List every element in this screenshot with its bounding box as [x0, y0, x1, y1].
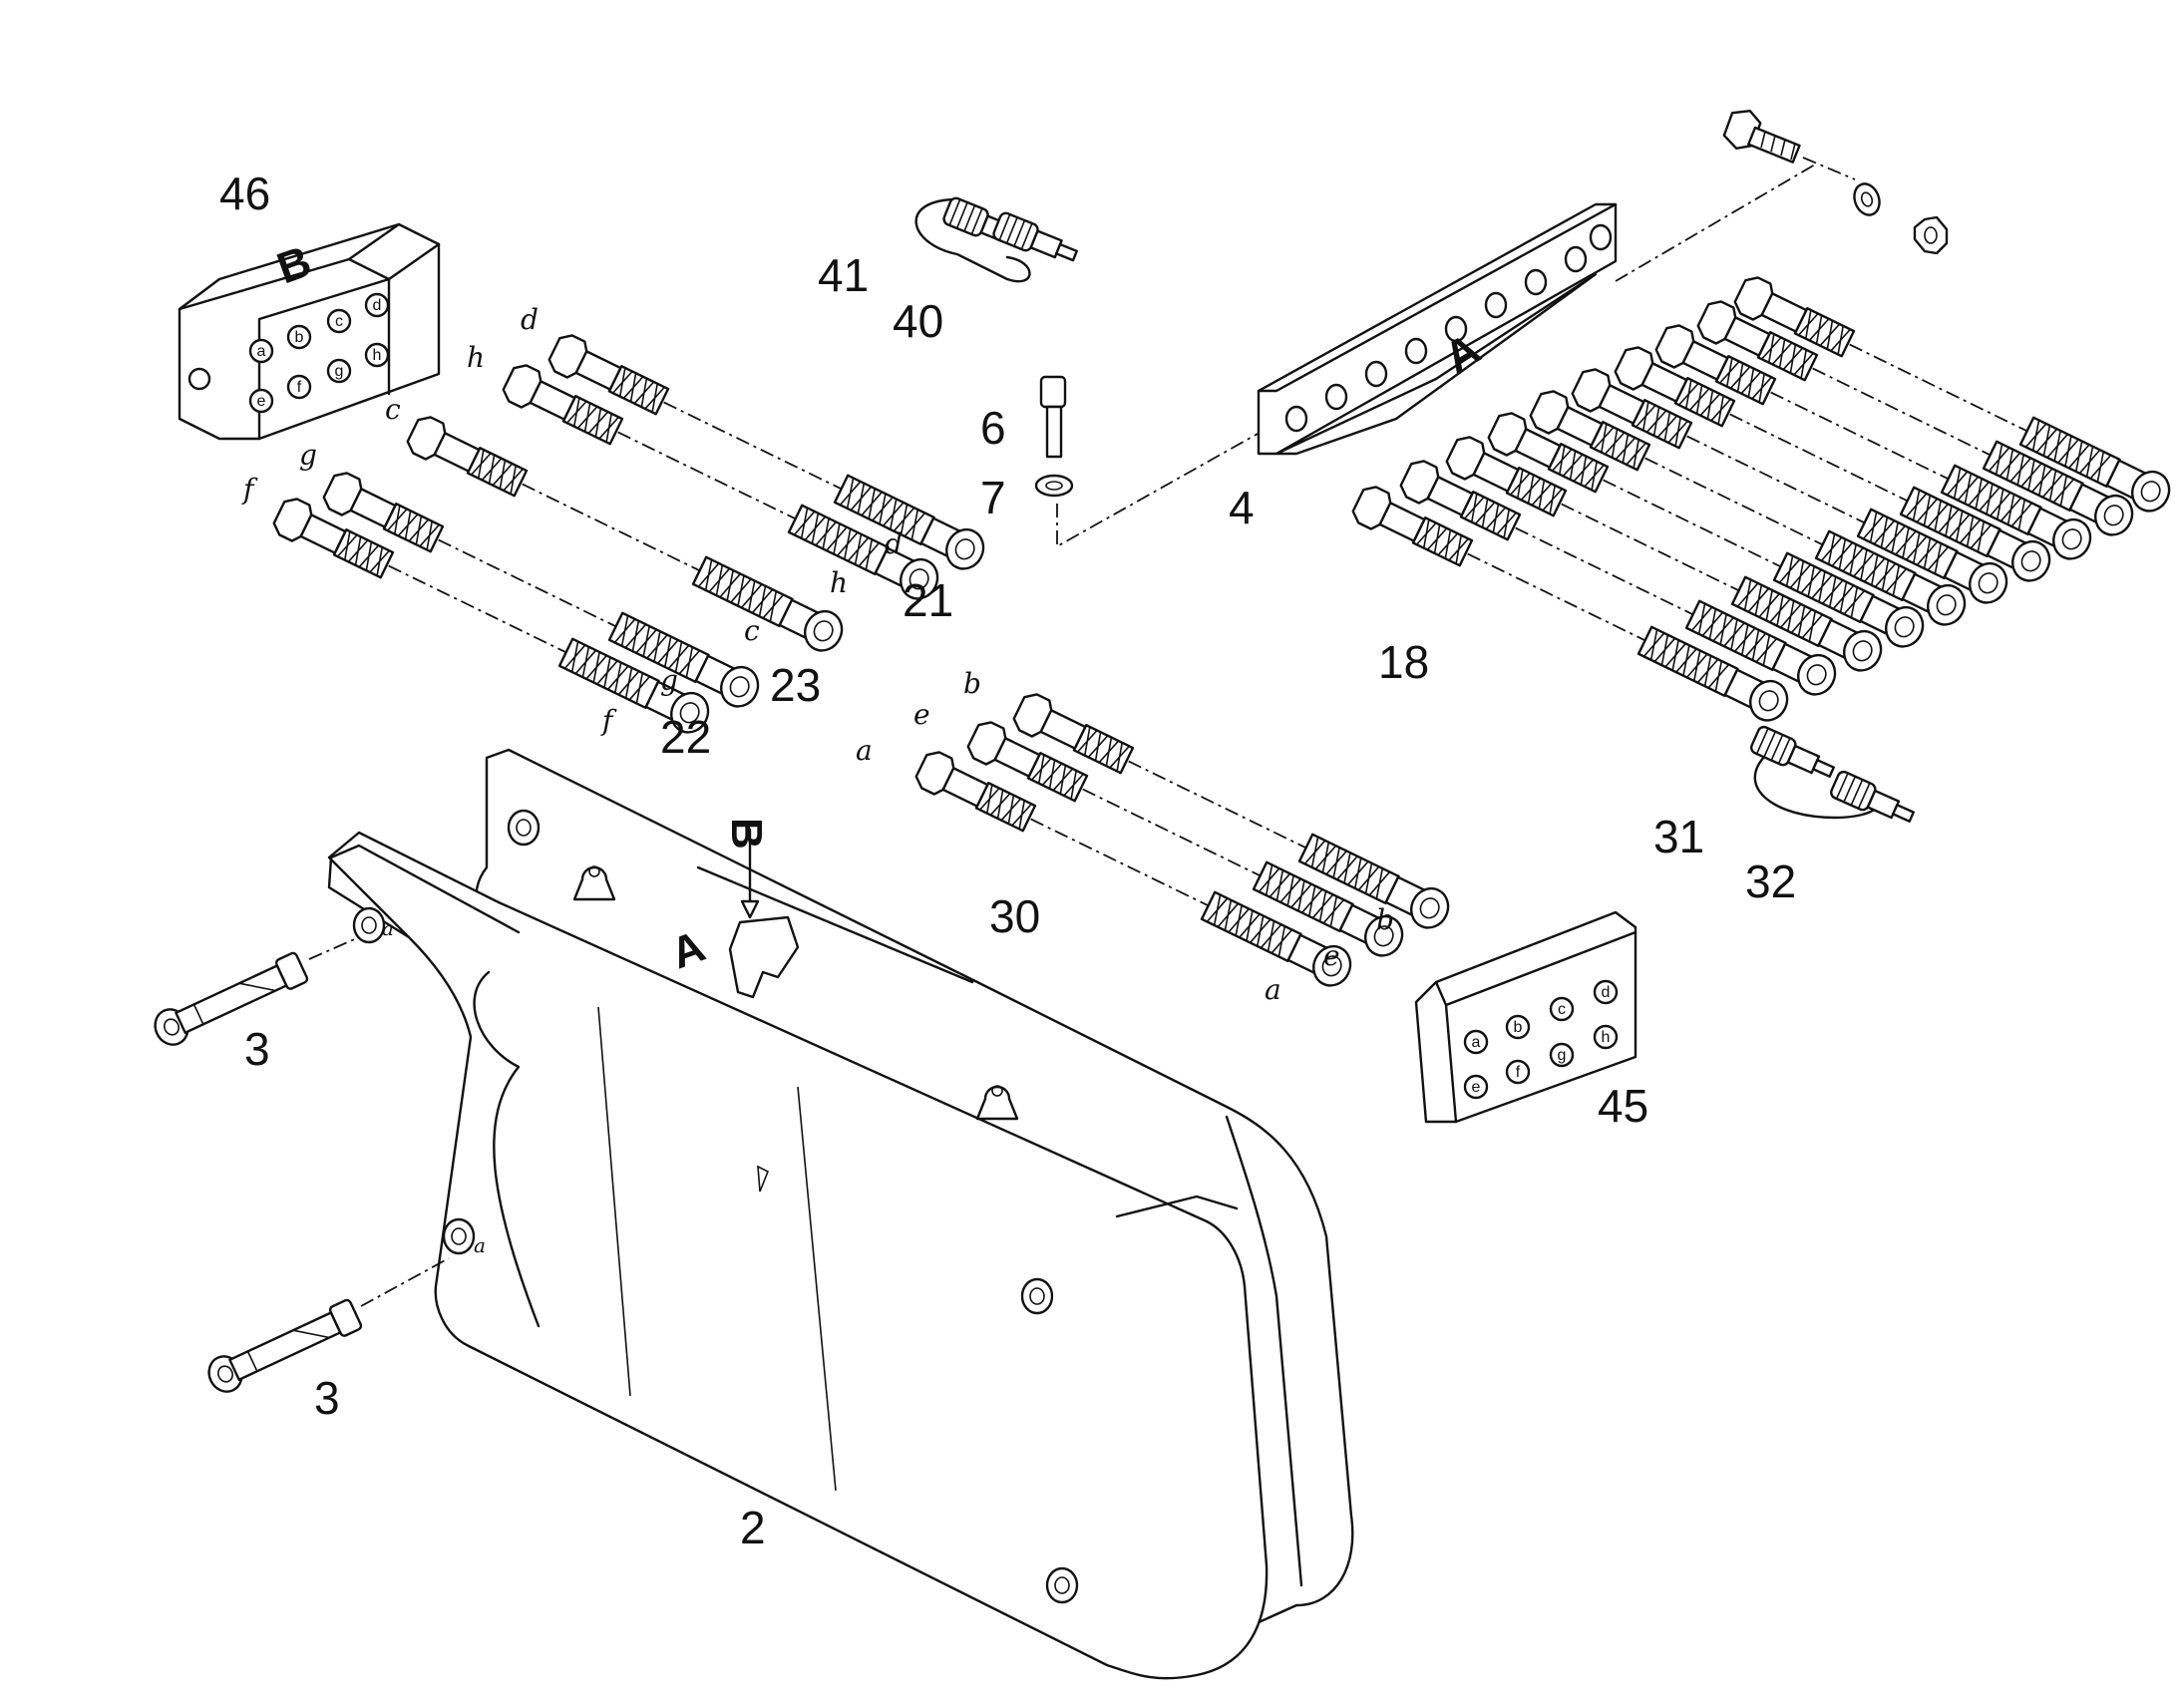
callout-3-upper: 3 — [244, 1023, 270, 1075]
block-45-port-g: g — [1558, 1047, 1567, 1064]
callout-2: 2 — [740, 1502, 766, 1553]
letter-g-start: g — [299, 439, 317, 472]
letter-e-start: e — [913, 698, 930, 731]
letter-a-start: a — [856, 734, 873, 767]
callout-31: 31 — [1653, 811, 1704, 862]
block-46-port-g: g — [335, 363, 344, 380]
callout-32: 32 — [1745, 855, 1796, 907]
block-46-port-f: f — [297, 379, 302, 396]
valve-block-45 — [1414, 910, 1637, 1124]
callout-40: 40 — [893, 295, 943, 347]
callout-4: 4 — [1229, 482, 1255, 533]
callout-45: 45 — [1598, 1080, 1648, 1132]
callout-21: 21 — [903, 574, 953, 626]
port-letter-labels: d h c g f d h c g f b e a a e b — [241, 303, 1394, 1006]
block-45-port-d: d — [1602, 984, 1611, 1001]
callout-numbers: 46 41 40 6 7 4 21 23 22 18 30 31 32 3 3 … — [219, 168, 1796, 1553]
block-45-port-f: f — [1516, 1064, 1521, 1081]
letter-c-start: c — [385, 393, 401, 426]
rail-nut — [1913, 215, 1949, 255]
block-46-port-b: b — [295, 329, 304, 346]
tank-marker-b: a — [474, 1233, 486, 1257]
washer-7 — [1034, 474, 1074, 498]
coupler-31-32 — [1748, 724, 1919, 832]
callout-23: 23 — [770, 659, 821, 711]
coupler-41-40 — [914, 194, 1082, 283]
letter-f-start: f — [241, 473, 258, 506]
callout-30: 30 — [989, 890, 1040, 942]
tank-marker-a: a — [382, 916, 394, 940]
callout-22: 22 — [660, 711, 711, 763]
tank-mounting-holes — [352, 809, 1079, 1604]
hose-assembly-r10 — [1348, 481, 1795, 728]
hose-assembly-a — [911, 746, 1358, 993]
letter-g-end: g — [660, 664, 678, 697]
rail-washer — [1853, 182, 1881, 216]
callout-41: 41 — [818, 249, 869, 301]
pin-3-lower — [201, 1257, 450, 1399]
letter-c-end: c — [744, 614, 760, 647]
callout-7: 7 — [980, 472, 1006, 523]
block-46-port-c: c — [335, 313, 343, 330]
callout-46: 46 — [219, 168, 270, 219]
valve-block-46: B — [178, 222, 441, 441]
block-45-port-c: c — [1558, 1001, 1566, 1018]
block-45-port-b: b — [1514, 1019, 1523, 1036]
letter-b-start: b — [963, 667, 981, 700]
hose-bundle-center — [911, 688, 1456, 993]
block-46-port-a: a — [257, 343, 266, 360]
letter-h-start: h — [467, 341, 485, 374]
letter-f-end: f — [600, 704, 617, 737]
block-45-port-a: a — [1472, 1034, 1481, 1051]
block-46-port-d: d — [373, 297, 382, 314]
distribution-rail-4: A — [1257, 202, 1618, 456]
filler-neck-b — [728, 828, 800, 999]
section-label-b: B — [722, 818, 771, 850]
block-46-ports — [248, 292, 390, 414]
letter-a-end: a — [1265, 973, 1281, 1006]
hydraulic-tank-2: A B a a — [327, 748, 1354, 1680]
rail-holes — [1284, 223, 1613, 433]
letter-h-end: h — [830, 566, 848, 599]
rail-bolt-leader — [1615, 164, 1816, 282]
hose-assembly-f — [269, 493, 716, 740]
callout-18: 18 — [1378, 636, 1429, 688]
letter-d-start: d — [521, 303, 539, 336]
block-45-ports — [1463, 979, 1619, 1100]
block-46-port-h: h — [373, 347, 382, 364]
bolt-6 — [1039, 375, 1067, 459]
block-45-port-h: h — [1602, 1029, 1611, 1046]
block-45-port-e: e — [1472, 1079, 1481, 1096]
hose-assembly-b — [1009, 688, 1456, 935]
hose-assembly-d — [545, 329, 991, 576]
callout-6: 6 — [980, 402, 1006, 454]
letter-d-end: d — [885, 527, 903, 560]
letter-b-end: b — [1376, 903, 1394, 936]
rail-bolt — [1722, 110, 1856, 180]
callout-3-lower: 3 — [314, 1372, 340, 1424]
pin-3-upper — [148, 936, 360, 1052]
block-46-port-e: e — [257, 393, 266, 410]
letter-e-end: e — [1323, 939, 1340, 972]
hose-assembly-g — [319, 467, 766, 714]
